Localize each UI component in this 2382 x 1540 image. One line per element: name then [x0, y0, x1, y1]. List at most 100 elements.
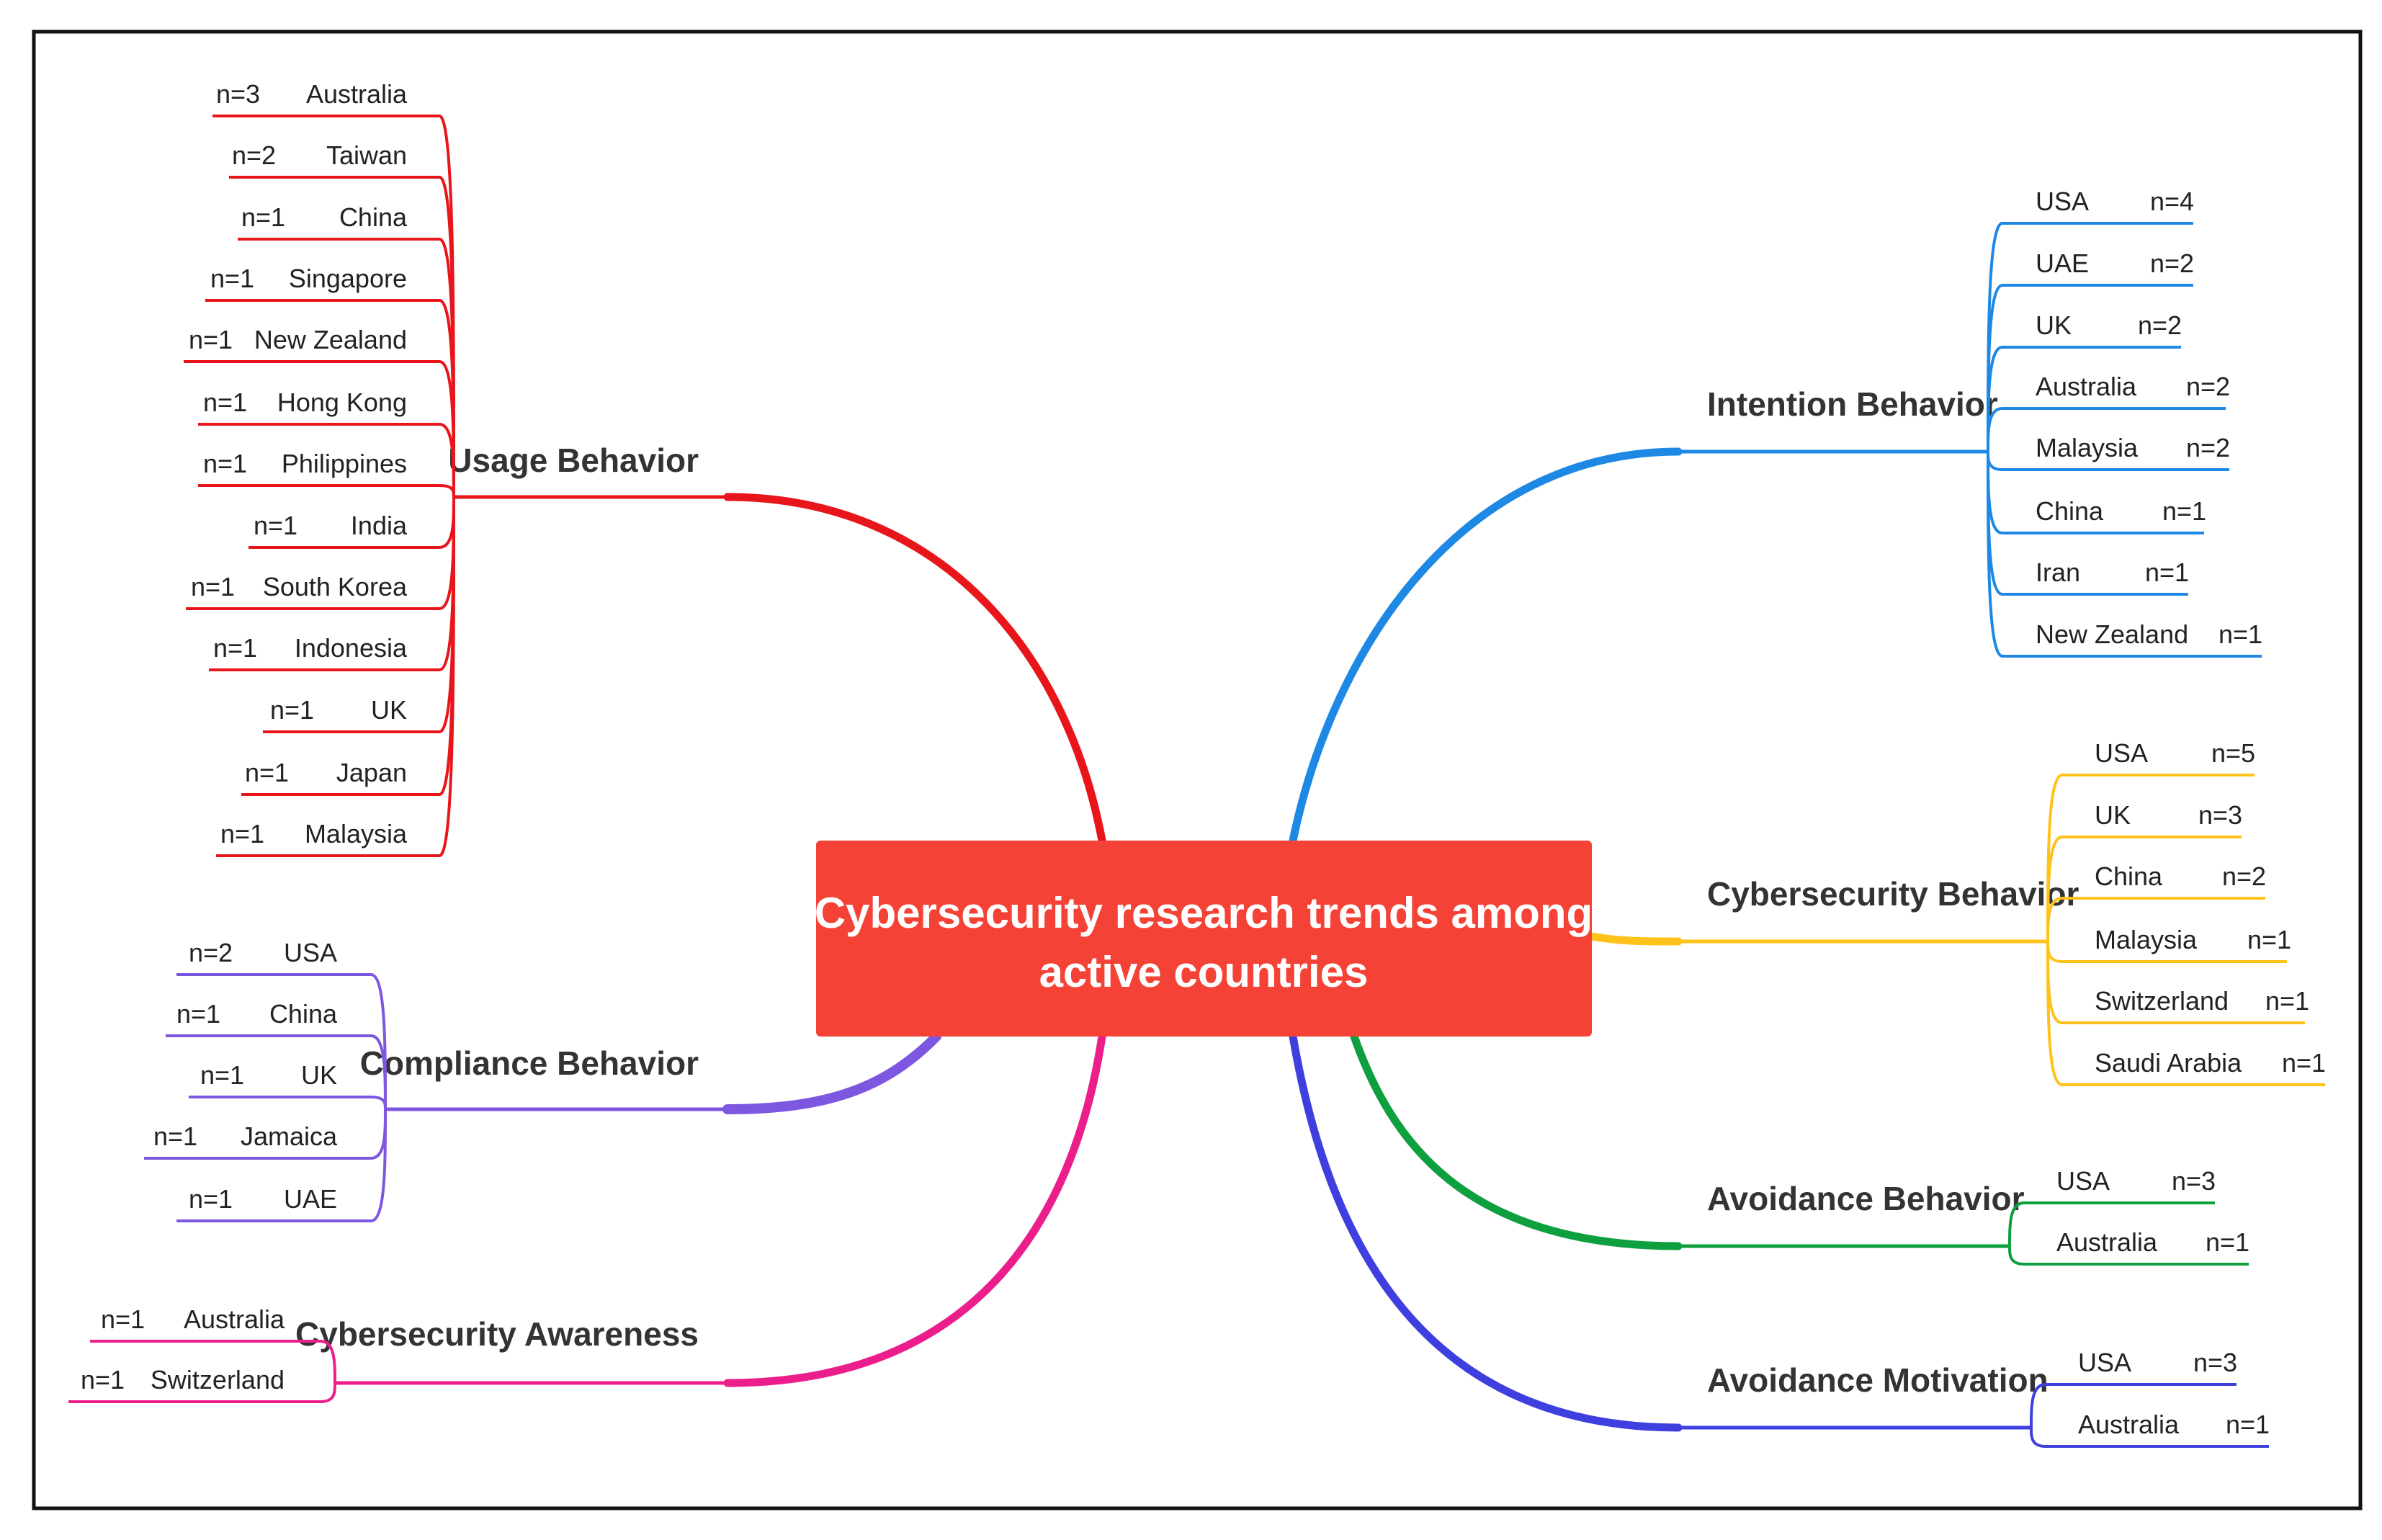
leaf-count: n=1 [2247, 925, 2291, 954]
leaf-item: Malaysia n=1 [2046, 925, 2291, 963]
leaf-country: Japan [336, 758, 407, 787]
leaf-count: n=1 [2218, 619, 2262, 649]
leaf-country: UK [371, 695, 407, 725]
branch-connector-compliance [722, 1031, 941, 1114]
branch-title: Compliance Behavior [360, 1044, 699, 1082]
leaf-country: UK [2036, 310, 2072, 340]
leaf-country: Australia [2036, 372, 2137, 401]
leaf-count: n=1 [210, 264, 254, 293]
leaf-country: Indonesia [295, 633, 408, 663]
leaf-connector [439, 423, 455, 498]
branch-connector-intention [1289, 447, 1683, 845]
diagram-border [32, 30, 2363, 1510]
leaf-item: Australia n=1 [2030, 1410, 2270, 1448]
branch-title: Cybersecurity Awareness [295, 1315, 699, 1353]
leaf-connector [1987, 451, 2003, 658]
center-title-line-1: Cybersecurity research trends among [815, 889, 1593, 937]
center-title-line-2: active countries [1039, 948, 1369, 996]
leaf-count: n=1 [270, 695, 314, 725]
leaf-count: n=1 [101, 1304, 145, 1334]
leaf-connector [2008, 1245, 2025, 1266]
leaf-count: n=3 [2172, 1166, 2216, 1196]
leaf-count: n=1 [2226, 1410, 2270, 1439]
leaf-count: n=2 [2186, 433, 2230, 462]
leaf-item: Malaysia n=2 [1987, 433, 2230, 471]
leaf-country: Malaysia [2036, 433, 2139, 462]
leaf-count: n=1 [200, 1060, 244, 1090]
leaf-item: China n=1 [166, 999, 387, 1110]
leaf-item: China n=2 [2046, 861, 2266, 942]
leaf-count: n=2 [2138, 310, 2182, 340]
branch-title: Intention Behavior [1707, 385, 1998, 423]
leaf-country: Jamaica [241, 1122, 338, 1151]
leaf-count: n=5 [2211, 738, 2255, 768]
leaf-count: n=2 [2150, 249, 2194, 278]
leaf-count: n=1 [191, 572, 235, 601]
leaf-count: n=1 [254, 511, 297, 540]
leaf-count: n=1 [176, 999, 220, 1029]
leaf-item: USA n=3 [2008, 1166, 2216, 1247]
connectors [722, 447, 1683, 1432]
leaf-count: n=1 [153, 1122, 197, 1151]
leaf-count: n=4 [2150, 187, 2194, 216]
branch-title: Avoidance Motivation [1707, 1361, 2049, 1399]
branch-title: Cybersecurity Behavior [1707, 875, 2079, 913]
leaf-country: Switzerland [2095, 986, 2229, 1016]
leaf-country: USA [2056, 1166, 2110, 1196]
leaf-count: n=3 [2193, 1348, 2237, 1377]
leaf-count: n=1 [203, 388, 247, 417]
leaf-connector [370, 1034, 387, 1110]
leaf-connector [2046, 897, 2063, 942]
leaf-count: n=2 [2186, 372, 2230, 401]
leaf-connector [439, 484, 455, 498]
leaf-count: n=1 [2265, 986, 2309, 1016]
leaf-country: USA [284, 938, 337, 967]
leaf-country: Australia [2078, 1410, 2180, 1439]
leaf-country: Philippines [282, 449, 407, 478]
leaf-count: n=2 [2222, 861, 2266, 891]
leaf-count: n=1 [189, 325, 233, 354]
leaf-country: China [269, 999, 338, 1029]
leaf-count: n=2 [232, 140, 276, 170]
leaf-country: Australia [184, 1304, 285, 1334]
leaf-country: New Zealand [2036, 619, 2188, 649]
leaf-country: UAE [2036, 249, 2089, 278]
branch-connector-avoidance-motivation [1289, 1032, 1683, 1432]
leaf-item: UKn=1 [189, 1060, 387, 1110]
branch-connector-cybersecurity [1588, 932, 1683, 946]
leaf-count: n=1 [245, 758, 289, 787]
leaf-connector [370, 1109, 387, 1222]
leaf-country: China [2095, 861, 2163, 891]
leaf-connector [1987, 407, 2003, 452]
center-box [816, 841, 1592, 1037]
leaf-country: Switzerland [151, 1365, 285, 1394]
branch-title: Usage Behavior [448, 442, 699, 479]
branches: Usage BehaviorAustralian=3Taiwann=2China… [68, 79, 2326, 1448]
leaf-country: New Zealand [254, 325, 407, 354]
leaf-connector [439, 496, 455, 857]
branch-awareness: Cybersecurity Awareness Australia n=1Switz… [68, 1304, 727, 1403]
leaf-country: USA [2095, 738, 2148, 768]
leaf-country: Malaysia [2095, 925, 2198, 954]
leaf-connector [2008, 1201, 2025, 1247]
branch-title: Avoidance Behavior [1707, 1180, 2025, 1217]
leaf-connector [2030, 1427, 2046, 1448]
leaf-country: UAE [284, 1184, 337, 1214]
leaf-connector [320, 1340, 336, 1384]
